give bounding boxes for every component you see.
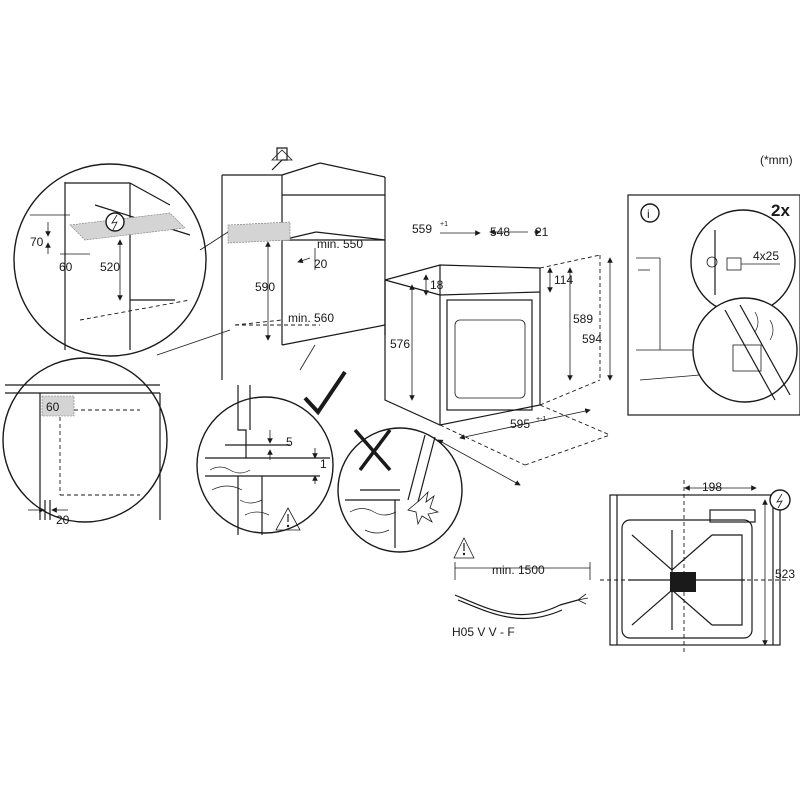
dim-559-tol: +1 [440,221,448,228]
warning-icon [453,537,475,559]
dim-20-b: 20 [314,257,328,271]
dim-589: 589 [573,312,593,326]
checkmark-icon [303,370,347,416]
detail-circle-correct [196,370,347,535]
count-badge: 2x [771,201,790,220]
info-icon [640,203,660,223]
dim-min-560: min. 560 [288,311,334,325]
dim-5: 5 [286,435,293,449]
impact-burst-icon [407,490,440,526]
dim-548: 548 [490,225,510,239]
info-glyph: i [647,207,650,221]
dim-18: 18 [430,278,444,292]
dim-590: 590 [255,280,275,294]
vent-gap-bottom [41,395,75,417]
dim-21: 21 [535,225,549,239]
dim-595: 595 [510,417,530,431]
detail-circle-bottom-left [2,357,168,523]
units-note: (*mm) [760,153,793,167]
oven-drawing [384,229,613,486]
dim-595-tol: +-1 [536,416,546,423]
vent-gap-area [69,212,186,241]
dim-60-a: 60 [59,260,73,274]
dim-594: 594 [582,332,602,346]
cable-min-length: min. 1500 [492,563,545,577]
arrow-up-icon [271,149,293,161]
cable-drawing [454,562,591,620]
detail-circle-top-left [13,163,207,357]
oven-back-view [600,480,791,655]
cross-icon [353,428,392,472]
cabinet-drawing [221,147,386,380]
dim-576: 576 [390,337,410,351]
fixing-info-panel [627,194,800,416]
dim-559: 559 [412,222,432,236]
dim-20-a: 20 [56,513,70,527]
cable-type-label: H05 V V - F [452,625,515,639]
dim-min-550: min. 550 [317,237,363,251]
dim-198: 198 [702,480,722,494]
warning-icon [275,507,301,531]
screw-label: 4x25 [753,249,779,263]
dim-70: 70 [30,235,44,249]
power-icon [769,489,791,511]
dim-523: 523 [775,567,795,581]
dim-520: 520 [100,260,120,274]
dim-114: 114 [554,273,573,287]
dim-60-b: 60 [46,400,60,414]
dim-1: 1 [320,457,327,471]
detail-circle-incorrect [337,427,475,559]
